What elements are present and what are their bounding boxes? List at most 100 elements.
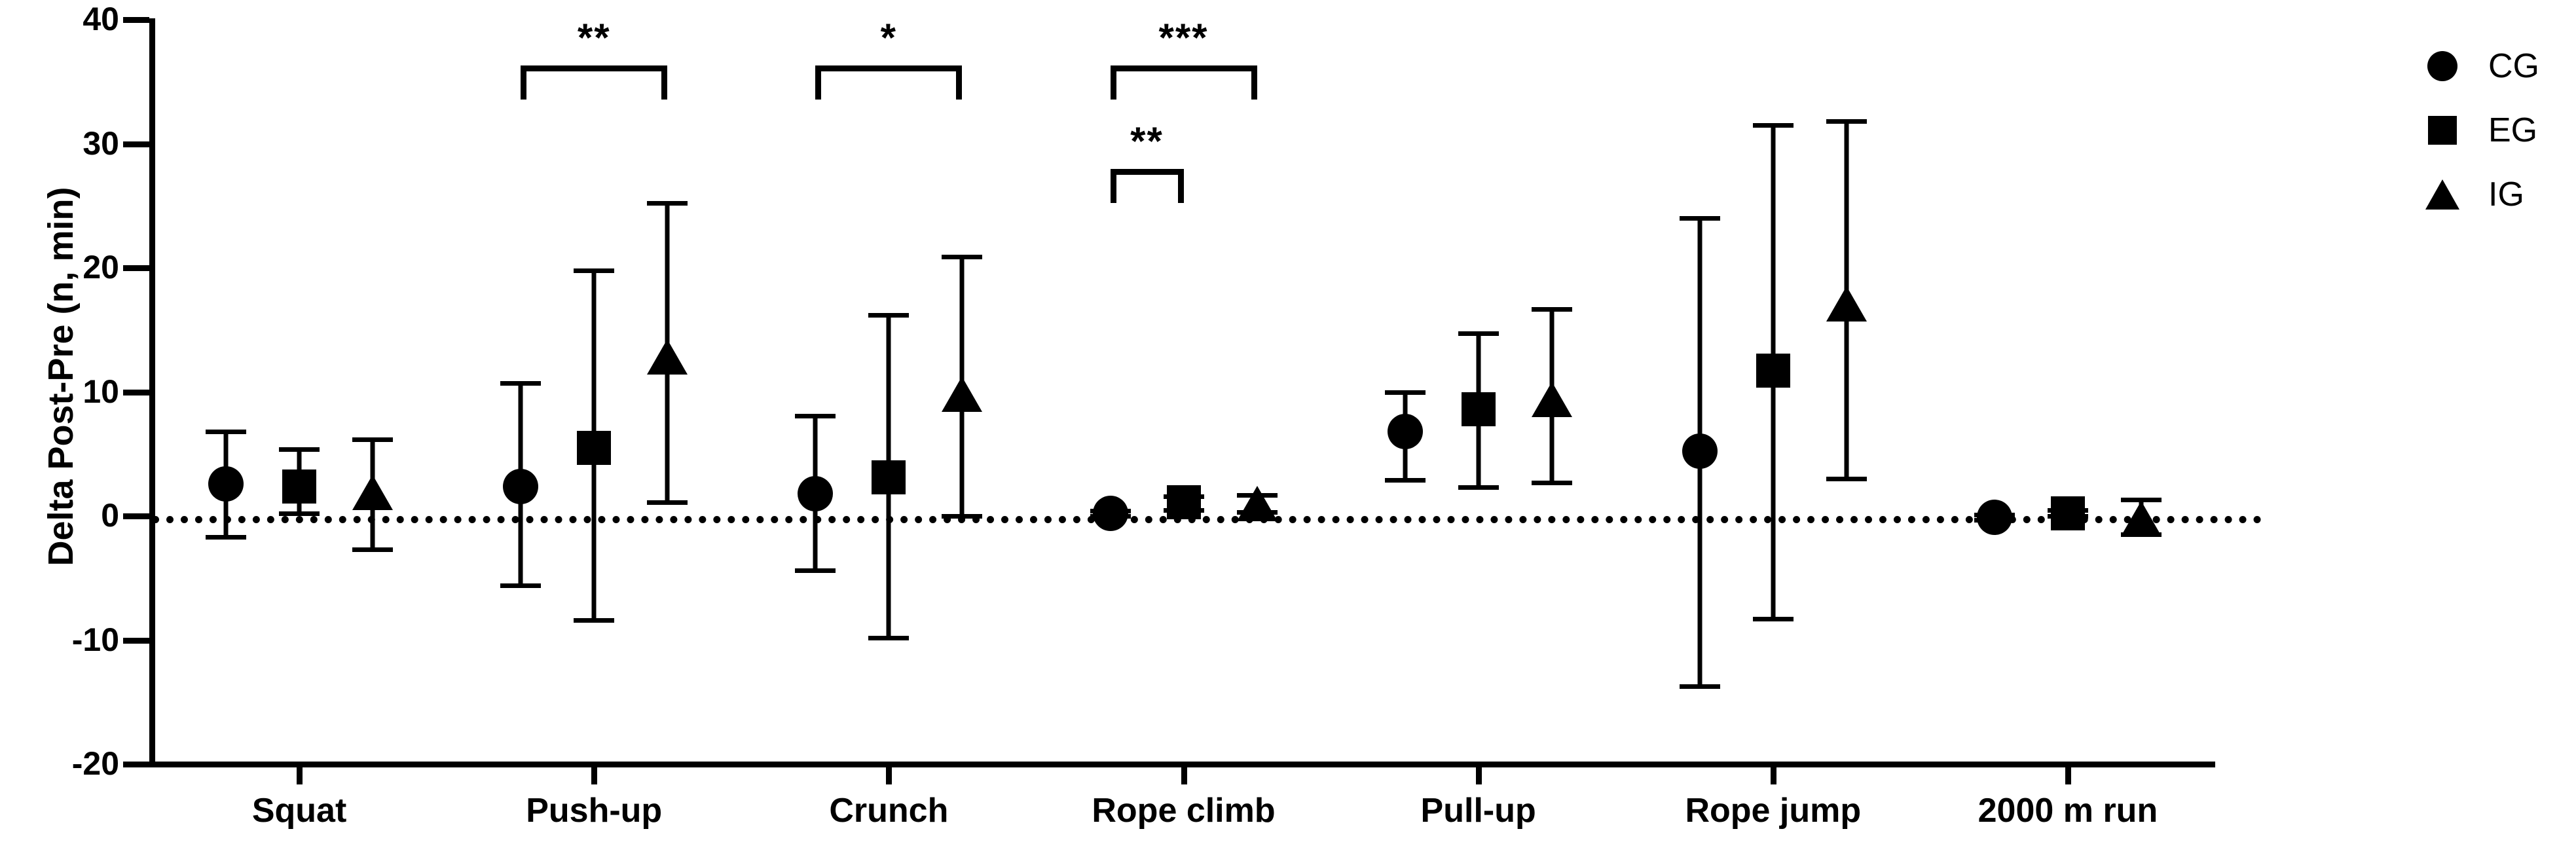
error-bar-cap: [868, 635, 910, 640]
data-point-eg: [577, 430, 612, 465]
y-tick-label: 30: [83, 124, 119, 162]
error-bar-cap: [1531, 480, 1572, 485]
error-bar-cap: [352, 547, 394, 553]
error-bar-cap: [1458, 331, 1499, 337]
significance-bracket: [1110, 65, 1257, 100]
legend-label: CG: [2488, 47, 2539, 85]
x-tick: [886, 767, 892, 784]
error-bar-cap: [942, 514, 983, 519]
error-bar-cap: [574, 618, 615, 623]
error-bar-cap: [1679, 216, 1720, 221]
error-bar-cap: [2120, 498, 2162, 503]
data-point-eg: [1166, 485, 1201, 520]
error-bar-cap: [795, 413, 836, 418]
error-bar-cap: [647, 500, 688, 506]
legend-triangle-icon: [2423, 175, 2462, 214]
error-bar-cap: [1826, 477, 1867, 482]
y-tick: [123, 141, 149, 147]
error-bar-cap: [1458, 485, 1499, 490]
data-point-ig: [1531, 381, 1572, 417]
y-tick: [123, 762, 149, 767]
data-point-ig: [942, 377, 983, 413]
x-tick: [591, 767, 598, 784]
legend-label: EG: [2488, 111, 2538, 149]
data-point-eg: [282, 469, 317, 504]
legend-square-icon: [2423, 111, 2462, 150]
error-bar-cap: [500, 583, 542, 589]
y-tick: [123, 389, 149, 395]
data-point-cg: [1682, 433, 1718, 469]
error-bar-cap: [1531, 306, 1572, 312]
data-point-eg: [1461, 392, 1496, 427]
significance-label: ***: [1158, 16, 1209, 60]
error-bar-cap: [206, 535, 247, 540]
data-point-cg: [1976, 499, 2012, 535]
data-point-ig: [1236, 486, 1278, 522]
x-tick-label-push-up: Push-up: [526, 792, 663, 830]
error-bar-cap: [647, 201, 688, 206]
y-axis-line: [149, 18, 155, 765]
y-tick-label: 0: [101, 497, 119, 534]
error-bar-cap: [1752, 617, 1794, 622]
legend-label: IG: [2488, 175, 2524, 213]
error-bar-cap: [868, 313, 910, 318]
y-tick-label: 20: [83, 249, 119, 285]
significance-label: **: [1130, 119, 1164, 163]
data-point-cg: [503, 468, 539, 504]
error-bar-cap: [942, 254, 983, 259]
error-bar-cap: [206, 430, 247, 435]
data-point-cg: [1387, 414, 1423, 450]
error-bar-cap: [279, 511, 320, 517]
chart-legend: CG EG IG: [2423, 34, 2576, 227]
significance-bracket: [815, 65, 963, 100]
legend-circle-icon: [2423, 46, 2462, 86]
x-tick-label-rope-climb: Rope climb: [1092, 792, 1276, 830]
error-bar-cap: [795, 568, 836, 574]
y-tick: [123, 637, 149, 644]
y-tick-label: 40: [83, 1, 119, 37]
significance-label: **: [577, 16, 611, 60]
data-point-ig: [1826, 285, 1867, 322]
y-tick: [123, 265, 149, 271]
legend-item-eg[interactable]: EG: [2423, 98, 2576, 162]
legend-item-ig[interactable]: IG: [2423, 162, 2576, 227]
x-tick: [2065, 767, 2071, 784]
data-point-ig: [352, 474, 394, 510]
significance-bracket: [521, 65, 668, 100]
error-bar-cap: [1679, 684, 1720, 689]
x-tick-label-rope-jump: Rope jump: [1685, 792, 1862, 830]
error-bar-cap: [279, 447, 320, 452]
data-point-cg: [208, 466, 244, 502]
significance-bracket: [1110, 169, 1184, 203]
legend-marker-glyph: [2428, 116, 2457, 145]
legend-item-cg[interactable]: CG: [2423, 34, 2576, 98]
y-tick-label: 10: [83, 373, 119, 410]
x-axis-line: [149, 762, 2215, 767]
x-tick-label-crunch: Crunch: [829, 792, 949, 830]
data-point-eg: [1756, 354, 1790, 388]
legend-marker-glyph: [2425, 179, 2459, 210]
error-bar-cap: [1752, 123, 1794, 128]
x-tick-label-2000-m-run: 2000 m run: [1978, 792, 2158, 830]
error-bar-cap: [500, 381, 542, 386]
x-tick: [1475, 767, 1482, 784]
x-tick-label-squat: Squat: [251, 792, 347, 830]
data-point-ig: [647, 339, 688, 375]
error-bar-cap: [1384, 390, 1426, 395]
y-tick: [123, 17, 149, 23]
x-tick: [1181, 767, 1187, 784]
x-tick-label-pull-up: Pull-up: [1420, 792, 1536, 830]
zero-line: [152, 516, 2262, 523]
error-bar-cap: [574, 268, 615, 273]
data-point-cg: [798, 475, 834, 511]
y-tick-label: -10: [71, 621, 119, 658]
error-bar-cap: [1826, 119, 1867, 124]
data-point-ig: [2120, 500, 2162, 536]
data-point-cg: [1092, 496, 1128, 532]
y-tick-label: -20: [71, 745, 119, 782]
legend-marker-glyph: [2427, 51, 2457, 81]
data-point-eg: [2050, 496, 2085, 531]
error-bar-cap: [352, 437, 394, 442]
data-point-eg: [872, 460, 906, 495]
